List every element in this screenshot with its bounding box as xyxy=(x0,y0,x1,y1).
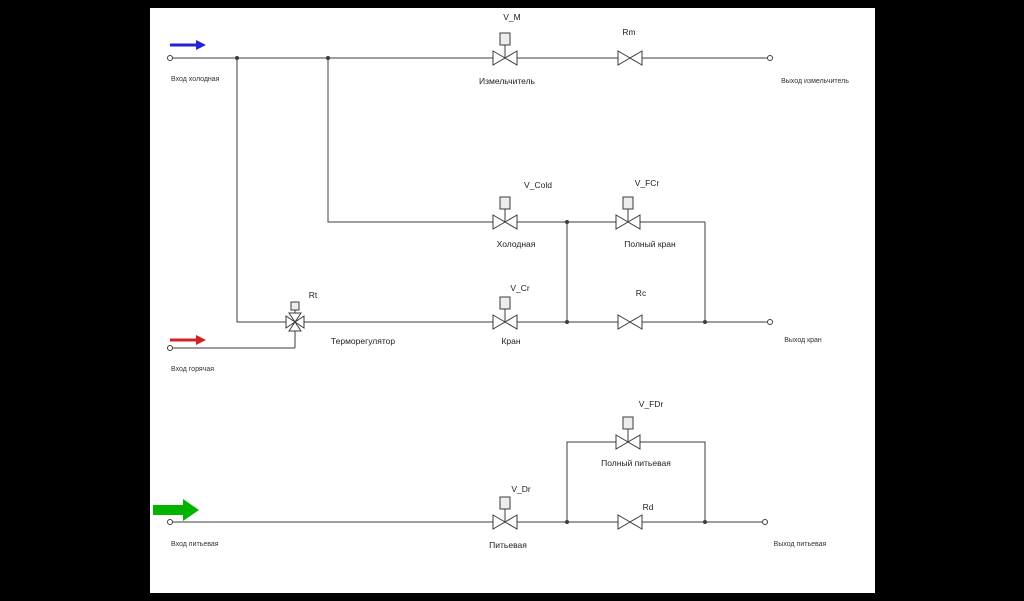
cold-flow-arrow-icon xyxy=(170,40,206,50)
label-v-cold-id: V_Cold xyxy=(524,180,552,190)
label-grinder: Измельчитель xyxy=(479,76,535,86)
label-rd-id: Rd xyxy=(642,502,654,512)
diagram-paper xyxy=(150,8,875,593)
label-port-cold-in: Вход холодная xyxy=(171,76,220,83)
pipe-connections xyxy=(172,57,768,523)
resistance-rc-symbol[interactable] xyxy=(617,314,643,330)
label-fdr-caption: Полный питьевая xyxy=(601,458,671,468)
label-port-tap-out: Выход кран xyxy=(784,337,822,344)
label-port-drink-in: Вход питьевая xyxy=(171,541,219,548)
valves xyxy=(285,32,643,530)
port-hot-in[interactable] xyxy=(167,345,173,351)
junction-dots xyxy=(235,56,707,524)
label-rt-id: Rt xyxy=(308,290,318,300)
port-grinder-out[interactable] xyxy=(767,55,773,61)
label-port-hot-in: Вход горячая xyxy=(171,366,215,373)
label-rc-id: Rc xyxy=(635,288,647,298)
pipe-drink-parallel-loop xyxy=(566,441,706,522)
port-drink-in[interactable] xyxy=(167,519,173,525)
drink-flow-arrow-icon xyxy=(153,499,199,521)
label-v-fdr-id: V_FDr xyxy=(638,399,664,409)
resistance-rd-symbol[interactable] xyxy=(617,514,643,530)
valve-v-fcr-symbol[interactable] xyxy=(615,196,641,230)
label-tap-caption: Кран xyxy=(501,336,521,346)
valve-v-fdr-symbol[interactable] xyxy=(615,416,641,450)
label-port-grinder-out: Выход измельчитель xyxy=(781,78,849,85)
hot-flow-arrow-icon xyxy=(170,335,206,345)
valve-v-m-symbol[interactable] xyxy=(492,32,518,66)
port-cold-in[interactable] xyxy=(167,55,173,61)
flow-ports xyxy=(167,55,773,525)
label-v-cr-id: V_Cr xyxy=(510,283,530,293)
label-rm-id: Rm xyxy=(622,27,636,37)
label-v-dr-id: V_Dr xyxy=(511,484,531,494)
label-fcr-caption: Полный кран xyxy=(624,239,676,249)
pipe-cold-branch xyxy=(327,58,567,223)
label-v-m-id: V_M xyxy=(503,12,521,22)
pipe-tap-parallel-loop xyxy=(566,221,706,322)
mixing-valve-rt-symbol[interactable] xyxy=(285,301,305,332)
label-v-fcr-id: V_FCr xyxy=(634,178,660,188)
port-tap-out[interactable] xyxy=(767,319,773,325)
label-cold-caption: Холодная xyxy=(496,239,536,249)
pipe-cold-to-mixer xyxy=(236,58,287,323)
valve-v-cold-symbol[interactable] xyxy=(492,196,518,230)
label-thermostat: Терморегулятор xyxy=(330,336,396,346)
label-port-drink-out: Выход питьевая xyxy=(773,541,827,548)
resistance-rm-symbol[interactable] xyxy=(617,50,643,66)
flow-arrows xyxy=(153,40,206,521)
valve-v-cr-symbol[interactable] xyxy=(492,296,518,330)
pipe-hot-line xyxy=(172,331,296,349)
label-drink-caption: Питьевая xyxy=(489,540,527,550)
port-drink-out[interactable] xyxy=(762,519,768,525)
valve-v-dr-symbol[interactable] xyxy=(492,496,518,530)
